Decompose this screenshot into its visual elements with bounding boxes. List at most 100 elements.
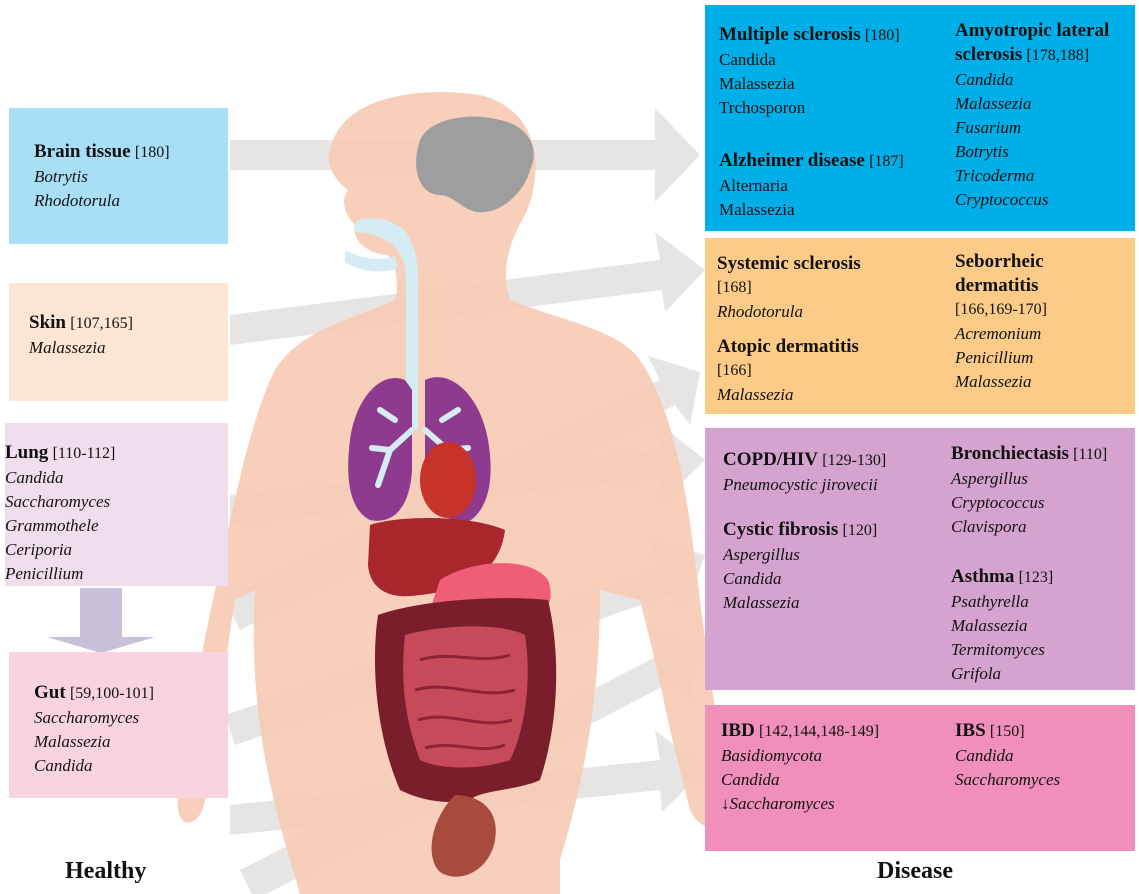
fungus-name: Basidiomycota: [721, 744, 946, 768]
disease-neuro-box: Multiple sclerosis [180] Candida Malasse…: [705, 5, 1135, 231]
fungus-name: Ceriporia: [5, 538, 228, 562]
fungus-name: Fusarium: [955, 116, 1133, 140]
disease-gut-box: IBD [142,144,148-149] Basidiomycota Cand…: [705, 705, 1135, 851]
fungus-name: Malassezia: [29, 336, 228, 360]
healthy-lung-title: Lung: [5, 442, 48, 463]
fungus-name: Grifola: [951, 662, 1135, 686]
alzheimer-entry: Alzheimer disease [187] Alternaria Malas…: [719, 149, 949, 222]
fungus-name: Cryptococcus: [951, 491, 1135, 515]
healthy-skin-title: Skin: [29, 312, 66, 333]
lung-to-gut-arrow: [47, 588, 155, 653]
als-entry: Amyotropic lateral sclerosis [178,188] C…: [955, 19, 1133, 212]
ibs-title: IBS: [955, 720, 986, 741]
healthy-brain-ref: [180]: [135, 144, 170, 161]
healthy-skin-ref: [107,165]: [70, 315, 133, 332]
fungus-name: Clavispora: [951, 515, 1135, 539]
asthma-title: Asthma: [951, 566, 1014, 587]
fungus-name: Malassezia: [34, 730, 228, 754]
seborrheic-title-line1: Seborrheic: [955, 251, 1044, 272]
fungus-name: Termitomyces: [951, 638, 1135, 662]
fungus-name: Trchosporon: [719, 96, 949, 120]
cystic-fibrosis-title: Cystic fibrosis: [723, 519, 838, 540]
fungus-name: Malassezia: [955, 92, 1133, 116]
fungus-name: Alternaria: [719, 174, 949, 198]
fungus-name: Cryptococcus: [955, 188, 1133, 212]
healthy-lung-box: Lung [110-112] Candida Saccharomyces Gra…: [5, 423, 228, 586]
atopic-dermatitis-ref: [166]: [717, 359, 947, 383]
disease-label: Disease: [877, 858, 953, 885]
ms-entry: Multiple sclerosis [180] Candida Malasse…: [719, 23, 949, 120]
systemic-sclerosis-ref: [168]: [717, 276, 947, 300]
decrease-arrow-icon: ↓: [721, 794, 730, 813]
asthma-ref: [123]: [1019, 569, 1054, 586]
fungus-name: Rhodotorula: [34, 189, 228, 213]
fungus-name: Malassezia: [717, 383, 947, 407]
systemic-sclerosis-title: Systemic sclerosis: [717, 253, 861, 274]
ibs-entry: IBS [150] Candida Saccharomyces: [955, 719, 1133, 792]
alzheimer-title: Alzheimer disease: [719, 150, 865, 171]
bronchiectasis-ref: [110]: [1073, 446, 1107, 463]
fungus-name: Malassezia: [955, 370, 1133, 394]
als-title-line1: Amyotropic lateral: [955, 20, 1109, 41]
ibs-ref: [150]: [990, 723, 1025, 740]
fungus-name: Rhodotorula: [717, 300, 947, 324]
als-title-line2: sclerosis: [955, 44, 1022, 65]
fungus-name-decreased: Saccharomyces: [730, 794, 835, 813]
fungus-name: Acremonium: [955, 322, 1133, 346]
ibd-ref: [142,144,148-149]: [759, 723, 879, 740]
asthma-entry: Asthma [123] Psathyrella Malassezia Term…: [951, 565, 1135, 686]
ms-title: Multiple sclerosis: [719, 24, 861, 45]
healthy-gut-box: Gut [59,100-101] Saccharomyces Malassezi…: [9, 652, 228, 798]
fungus-name: Tricoderma: [955, 164, 1133, 188]
cystic-fibrosis-entry: Cystic fibrosis [120] Aspergillus Candid…: [723, 518, 948, 615]
atopic-dermatitis-title: Atopic dermatitis: [717, 336, 859, 357]
fungus-name: Penicillium: [955, 346, 1133, 370]
healthy-brain-box: Brain tissue [180] Botrytis Rhodotorula: [9, 108, 228, 244]
seborrheic-dermatitis-entry: Seborrheic dermatitis [166,169-170] Acre…: [955, 250, 1133, 394]
fungus-name: Penicillium: [5, 562, 228, 586]
fungus-name: Candida: [723, 567, 948, 591]
copd-hiv-entry: COPD/HIV [129-130] Pneumocystic jiroveci…: [723, 448, 948, 497]
fungus-name: Botrytis: [34, 165, 228, 189]
fungus-name: Candida: [721, 768, 946, 792]
copd-hiv-title: COPD/HIV: [723, 449, 818, 470]
fungus-name: Grammothele: [5, 514, 228, 538]
fungus-name: Malassezia: [719, 198, 949, 222]
atopic-dermatitis-entry: Atopic dermatitis [166] Malassezia: [717, 335, 947, 407]
ibd-entry: IBD [142,144,148-149] Basidiomycota Cand…: [721, 719, 946, 816]
fungus-name: Candida: [719, 48, 949, 72]
fungus-name: Pneumocystic jirovecii: [723, 473, 948, 497]
fungus-name: Candida: [34, 754, 228, 778]
ms-ref: [180]: [865, 27, 900, 44]
healthy-lung-ref: [110-112]: [53, 445, 116, 462]
cystic-fibrosis-ref: [120]: [842, 522, 877, 539]
fungus-name: Malassezia: [719, 72, 949, 96]
healthy-skin-box: Skin [107,165] Malassezia: [9, 283, 228, 401]
systemic-sclerosis-entry: Systemic sclerosis [168] Rhodotorula: [717, 252, 947, 324]
fungus-name: Aspergillus: [951, 467, 1135, 491]
fungus-name: Botrytis: [955, 140, 1133, 164]
fungus-name: Saccharomyces: [5, 490, 228, 514]
als-ref: [178,188]: [1026, 47, 1089, 64]
seborrheic-ref: [166,169-170]: [955, 298, 1133, 322]
seborrheic-title-line2: dermatitis: [955, 275, 1038, 296]
bronchiectasis-title: Bronchiectasis: [951, 443, 1069, 464]
heart: [420, 442, 476, 518]
fungus-name: Saccharomyces: [34, 706, 228, 730]
fungus-name: Malassezia: [723, 591, 948, 615]
copd-hiv-ref: [129-130]: [822, 452, 886, 469]
fungus-name: Aspergillus: [723, 543, 948, 567]
healthy-brain-title: Brain tissue: [34, 141, 131, 162]
healthy-gut-ref: [59,100-101]: [70, 685, 154, 702]
healthy-gut-title: Gut: [34, 682, 66, 703]
disease-skin-box: Systemic sclerosis [168] Rhodotorula Ato…: [705, 238, 1135, 414]
ibd-title: IBD: [721, 720, 755, 741]
disease-lung-box: COPD/HIV [129-130] Pneumocystic jiroveci…: [705, 428, 1135, 690]
bronchiectasis-entry: Bronchiectasis [110] Aspergillus Cryptoc…: [951, 442, 1135, 539]
fungus-name: Candida: [955, 68, 1133, 92]
alzheimer-ref: [187]: [869, 153, 904, 170]
fungus-name: Candida: [955, 744, 1133, 768]
fungus-name: Candida: [5, 466, 228, 490]
fungus-name: Malassezia: [951, 614, 1135, 638]
healthy-label: Healthy: [65, 858, 146, 885]
